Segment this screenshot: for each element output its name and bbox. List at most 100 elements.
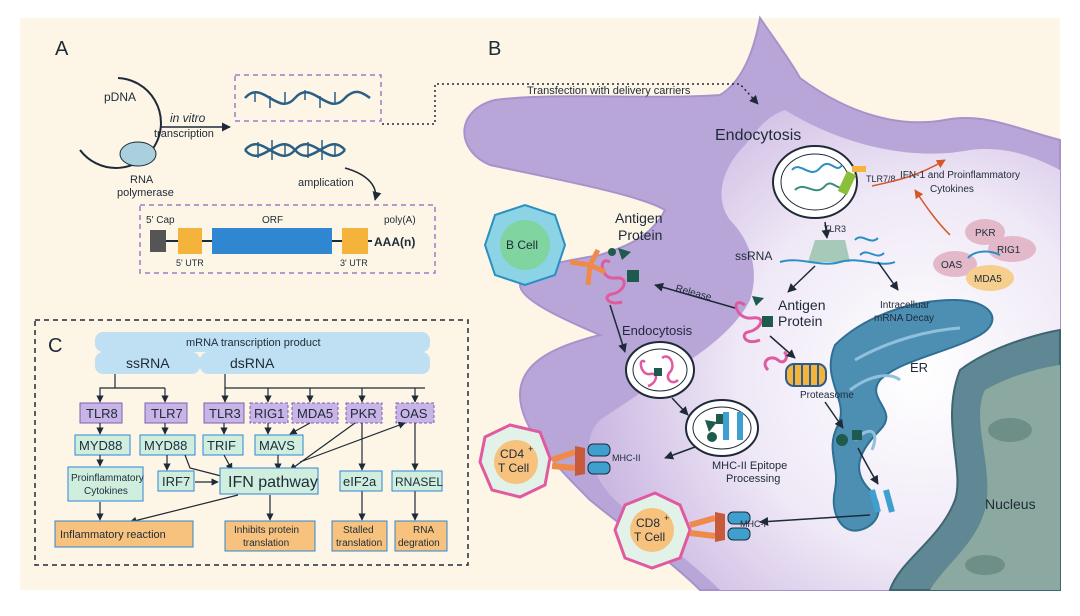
polymerase-label-1: RNA (130, 174, 154, 186)
utr5-block (178, 228, 202, 254)
ribosome (808, 240, 850, 262)
ssrna-pill (95, 352, 200, 374)
rig1-label: RIG1 (997, 245, 1021, 256)
pkr-label: PKR (975, 228, 996, 239)
eif2a-box (339, 470, 383, 492)
outcome-rna-deg-label-1: RNA (413, 525, 434, 536)
mhc2-processing-label-2: Processing (726, 473, 780, 485)
cd8-t-cell: CD8 + T Cell MHC-I (613, 491, 766, 570)
ifn-label-2: Cytokines (930, 184, 974, 195)
panel-c-frame (34, 319, 469, 566)
adaptor-label: MYD88 (79, 438, 122, 453)
proteasome (763, 350, 827, 387)
decay-strands (854, 236, 885, 257)
endocytosis-top-label: Endocytosis (715, 127, 801, 144)
panel-a: A B pDNA RNA polymerase in vitro transcr… (55, 38, 501, 274)
utr3-label: 3' UTR (340, 258, 368, 268)
cd8-sup: + (664, 513, 669, 523)
arrow-to-ssrna (821, 221, 831, 239)
aaa-label: AAA(n) (374, 235, 415, 249)
utr3-block (342, 228, 368, 254)
endocytosis-mid-label: Endocytosis (622, 323, 693, 338)
panel-b-letter: B (488, 38, 501, 60)
receptor-pill (291, 402, 339, 424)
receptor-pill (79, 402, 123, 424)
transfection-label: Transfection with delivery carriers (527, 85, 691, 97)
ssrna-pill-label: ssRNA (126, 355, 170, 371)
ifn-arrow (871, 159, 946, 187)
panel-c-letter: C (48, 335, 62, 357)
cap-label: 5' Cap (146, 215, 175, 226)
pathway-arrows (96, 454, 419, 524)
er-organelle: ER (829, 298, 994, 532)
outcome-inhibits-label-1: Inhibits protein (234, 525, 299, 536)
transcription-label: transcription (154, 128, 214, 140)
plasmid (79, 77, 162, 169)
adaptor-pill (202, 434, 244, 456)
mda5-label: MDA5 (974, 274, 1002, 285)
decay-label-1: Intracelluar (880, 300, 930, 311)
outcome-box-inhibits (224, 520, 316, 552)
dsrna-pill (200, 352, 430, 374)
outcome-stalled-label-1: Stalled (343, 525, 374, 536)
nucleus-label: Nucleus (985, 496, 1036, 512)
to-er-arrow (857, 447, 879, 485)
outcome-stalled-label-2: translation (336, 538, 382, 549)
amplication-label: amplication (298, 177, 354, 189)
mid-endosome-arrow (671, 397, 689, 416)
decay-label-2: mRNA Decay (874, 313, 934, 324)
panel-a-letter: A (55, 38, 69, 60)
eif2a-label: eIF2a (343, 474, 377, 489)
ifn-label-1: IFN-1 and Proinflammatory (900, 170, 1020, 181)
receptor-label: RIG1 (254, 406, 284, 421)
transfection-arrow (382, 83, 759, 125)
panel-b: ER Nucleus Transfection with delivery ca… (382, 15, 1061, 591)
tlr3-label: TLR3 (824, 224, 846, 234)
receptor-label: OAS (400, 406, 428, 421)
cd8-label-2: T Cell (634, 530, 665, 544)
sensor-arrow (914, 189, 951, 236)
ssrna-label: ssRNA (735, 249, 772, 263)
rna-polymerase (119, 141, 157, 167)
proinflammatory-label-2: Cytokines (84, 486, 128, 497)
proinflammatory-label-1: Proinflammatory (71, 473, 144, 484)
outcome-box-inflammatory (54, 520, 194, 548)
antigen-top-label-2: Protein (618, 227, 662, 243)
pdna-label: pDNA (104, 90, 136, 104)
cd4-t-cell: CD4 + T Cell MHC-II (478, 423, 641, 499)
amplication-arrow (344, 167, 382, 201)
panel-c: C mRNA transcription product ssRNA dsRNA… (34, 319, 469, 566)
outcome-inhibits-label-2: translation (243, 538, 289, 549)
mrna-construct-box (139, 204, 436, 274)
cap-block (150, 230, 166, 252)
antigen-protein-mid (734, 296, 773, 344)
top-endosome (772, 145, 866, 219)
nucleus: Nucleus (888, 328, 1061, 591)
er-label: ER (910, 360, 928, 375)
receptor-label: TLR7 (151, 406, 183, 421)
adaptor-label: MAVS (259, 438, 295, 453)
cd4-label-1: CD4 (500, 447, 524, 461)
adaptor-label: MYD88 (144, 438, 187, 453)
mhc1-label: MHC-I (740, 519, 766, 529)
proinflammatory-box (67, 466, 144, 502)
orf-block (212, 228, 332, 254)
receptor-pill (345, 402, 383, 424)
ssrna-helix-icon (244, 90, 371, 108)
polya-label: poly(A) (384, 215, 416, 226)
outcome-box-rna-deg (394, 520, 448, 552)
utr5-label: 5' UTR (176, 258, 204, 268)
er-mhc1 (869, 489, 895, 513)
cd4-label-2: T Cell (498, 461, 529, 475)
receptor-label: PKR (350, 406, 377, 421)
polymerase-label-2: polymerase (117, 187, 174, 199)
antigen-mid-label-2: Protein (778, 313, 822, 329)
translation-arrow (787, 265, 816, 293)
decay-arrow (877, 261, 899, 291)
adaptor-pill (74, 434, 131, 456)
mhc2-endosome (685, 399, 759, 457)
branch-lines (96, 374, 425, 403)
oas-label: OAS (941, 260, 962, 271)
ifn-pathway-box (219, 467, 319, 495)
to-mhc2-arrow (664, 446, 696, 460)
